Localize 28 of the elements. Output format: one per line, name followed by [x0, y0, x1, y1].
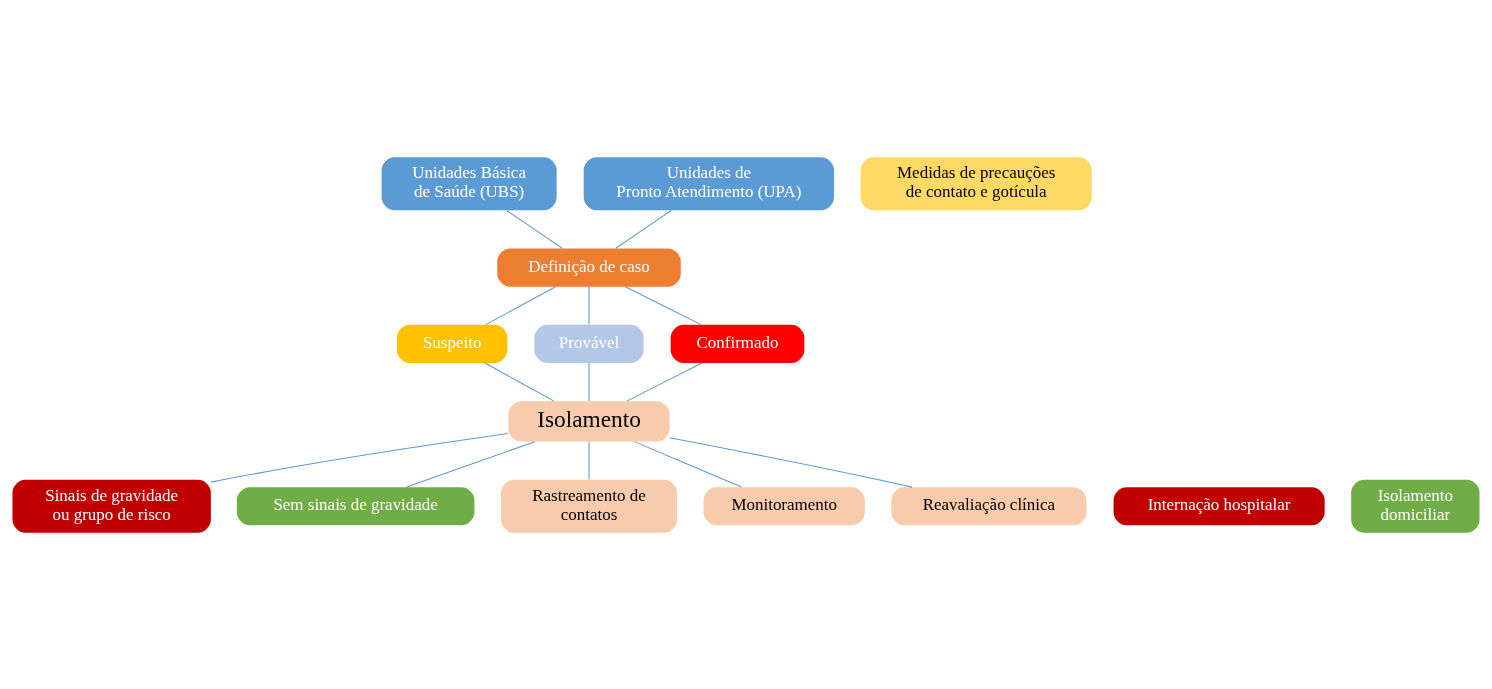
node-box: Sem sinais de gravidade: [236, 486, 475, 525]
connector: [485, 285, 557, 325]
connector: [506, 209, 563, 249]
node-box: Provável: [534, 324, 644, 363]
connector: [669, 436, 913, 488]
node-box: Rastreamento de contatos: [500, 479, 678, 533]
connector: [210, 432, 509, 483]
connector: [588, 362, 590, 402]
connector: [633, 440, 743, 488]
connector: [588, 285, 590, 325]
node-box: Internação hospitalar: [1113, 486, 1325, 525]
node-box: Unidades Básica de Saúde (UBS): [381, 156, 557, 210]
node-box: Monitoramento: [703, 486, 865, 525]
connector: [406, 440, 536, 488]
connector: [615, 209, 672, 249]
node-box: Isolamento domiciliar: [1351, 479, 1480, 533]
connector: [624, 285, 702, 325]
node-box: Suspeito: [397, 324, 508, 363]
node-box: Unidades de Pronto Atendimento (UPA): [583, 156, 835, 210]
connector: [626, 362, 703, 402]
node-box: Definição de caso: [497, 247, 681, 287]
connector: [588, 440, 590, 480]
node-box: Confirmado: [670, 324, 805, 363]
node-box: Reavaliação clínica: [891, 486, 1087, 525]
node-box: Sinais de gravidade ou grupo de risco: [12, 479, 211, 533]
node-box: Isolamento: [508, 400, 670, 442]
node-box: Medidas de precauções de contato e gotícula: [860, 156, 1092, 210]
connector: [484, 362, 555, 402]
